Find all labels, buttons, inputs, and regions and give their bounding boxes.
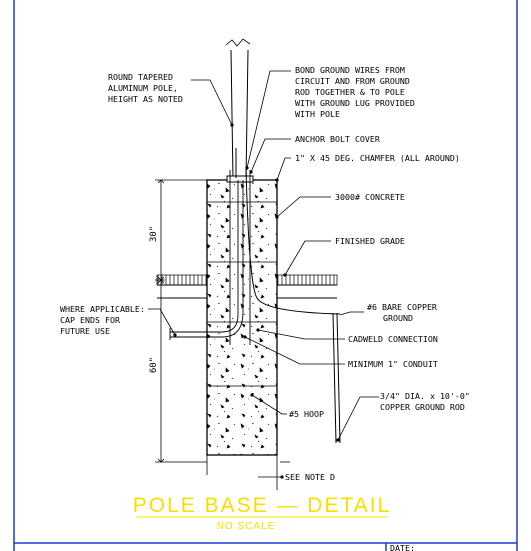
finished-grade-right [276,274,338,299]
bond-label-line-4: WITH GROUND LUG PROVIDED [295,98,415,108]
copper-ground-rod [332,312,341,444]
chamfer-label: 1" X 45 DEG. CHAMFER (ALL AROUND) [295,153,460,163]
cadweld-label: CADWELD CONNECTION [348,334,438,344]
cap-label: WHERE APPLICABLE: CAP ENDS FOR FUTURE US… [60,304,145,336]
bond-label-line-1: BOND GROUND WIRES FROM [295,65,405,75]
conduit [169,180,244,340]
copper-wire-label: #6 BARE COPPER GROUND [367,302,437,323]
pole-label-line-2: ALUMINUM POLE, [108,83,178,93]
cap-label-line-2: CAP ENDS FOR [60,315,120,325]
concrete-foundation [206,179,278,456]
bond-label-line-5: WITH POLE [295,109,340,119]
sheet-frame [13,0,518,551]
ground-rod-label-line-1: 3/4" DIA. x 10'-0" [380,391,470,401]
anchor-bolt-cover-label: ANCHOR BOLT COVER [295,134,380,144]
cap-label-line-1: WHERE APPLICABLE: [60,304,145,314]
leader-arrowheads [173,123,340,479]
bond-label: BOND GROUND WIRES FROM CIRCUIT AND FROM … [295,65,415,119]
ground-rod-label: 3/4" DIA. x 10'-0" COPPER GROUND ROD [380,391,470,412]
pole-label: ROUND TAPERED ALUMINUM POLE, HEIGHT AS N… [108,72,183,104]
aluminum-pole [225,38,254,183]
drawing-subtitle: NO SCALE [217,521,276,532]
ground-rod-label-line-2: COPPER GROUND ROD [380,402,465,412]
dimensions [155,179,290,490]
pole-label-line-3: HEIGHT AS NOTED [108,94,183,104]
drawing-title: POLE BASE — DETAIL [133,494,392,517]
finished-grade-label: FINISHED GRADE [335,236,405,246]
copper-wire-label-line-2: GROUND [383,313,413,323]
bond-label-line-2: CIRCUIT AND FROM GROUND [295,76,410,86]
conduit-label: MINIMUM 1" CONDUIT [348,359,438,369]
ground-wire [245,167,341,315]
see-note-label: SEE NOTE D [285,472,335,482]
dimension-60-inch: 60" [149,357,159,373]
date-label: DATE: [390,543,415,551]
hoop-label: #5 HOOP [289,409,324,419]
cap-label-line-3: FUTURE USE [60,326,110,336]
finished-grade-left [156,274,208,299]
leader-lines [148,70,379,478]
concrete-label: 3000# CONCRETE [335,192,405,202]
copper-wire-label-line-1: #6 BARE COPPER [367,302,437,312]
bond-label-line-3: ROD TOGETHER & TO POLE [295,87,405,97]
pole-label-line-1: ROUND TAPERED [108,72,173,82]
dimension-30-inch: 30" [149,226,159,242]
